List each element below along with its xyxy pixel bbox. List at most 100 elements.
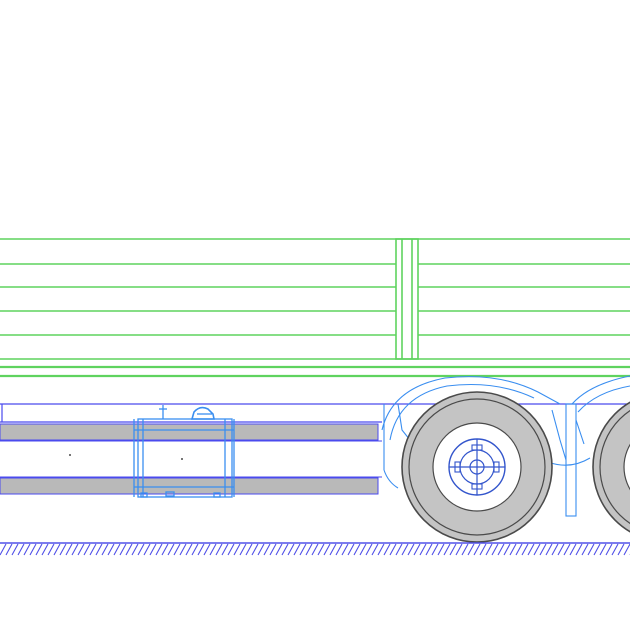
hatch-mark bbox=[287, 543, 295, 556]
hatch-mark bbox=[293, 543, 301, 556]
hatch-mark bbox=[401, 543, 409, 556]
hatch-mark bbox=[149, 543, 157, 556]
mudflap-bracket bbox=[565, 403, 577, 517]
hatch-mark bbox=[0, 543, 7, 556]
stud bbox=[471, 444, 483, 451]
hatch-mark bbox=[35, 543, 43, 556]
hatch-mark bbox=[191, 543, 199, 556]
hatch-mark bbox=[329, 543, 337, 556]
hatch-mark bbox=[275, 543, 283, 556]
hatch-mark bbox=[575, 543, 583, 556]
hatch-mark bbox=[521, 543, 529, 556]
hatch-mark bbox=[257, 543, 265, 556]
hatch-mark bbox=[527, 543, 535, 556]
fender-rear bbox=[571, 375, 630, 405]
hatch-mark bbox=[335, 543, 343, 556]
hatch-mark bbox=[533, 543, 541, 556]
hatch-mark bbox=[143, 543, 151, 556]
tank-foot bbox=[165, 491, 175, 497]
hatch-mark bbox=[347, 543, 355, 556]
hatch-mark bbox=[509, 543, 517, 556]
hatch-mark bbox=[431, 543, 439, 556]
ground-line bbox=[0, 542, 630, 556]
tire bbox=[592, 401, 630, 533]
stud bbox=[454, 461, 461, 473]
hatch-mark bbox=[299, 543, 307, 556]
hatch-mark bbox=[587, 543, 595, 556]
hatch-mark bbox=[41, 543, 49, 556]
hatch-mark bbox=[491, 543, 499, 556]
hatch-mark bbox=[119, 543, 127, 556]
flatbed-side-panels bbox=[0, 238, 630, 378]
hatch-mark bbox=[17, 543, 25, 556]
chassis-rails bbox=[0, 423, 382, 495]
hatch-mark bbox=[233, 543, 241, 556]
hatch-mark bbox=[185, 543, 193, 556]
mounting-dot bbox=[181, 458, 183, 460]
axle-link bbox=[547, 457, 591, 466]
hatch-mark bbox=[593, 543, 601, 556]
hatch-mark bbox=[53, 543, 61, 556]
hatch-mark bbox=[503, 543, 511, 556]
hatch-mark bbox=[605, 543, 613, 556]
hatch-mark bbox=[449, 543, 457, 556]
rear-wheel-front bbox=[401, 391, 553, 543]
rim bbox=[623, 443, 630, 491]
hatch-mark bbox=[341, 543, 349, 556]
hatch-mark bbox=[269, 543, 277, 556]
tank-foot bbox=[140, 492, 148, 498]
fuel-tank bbox=[133, 405, 235, 498]
fender-mudguard bbox=[383, 404, 399, 489]
hatch-mark bbox=[125, 543, 133, 556]
hatch-mark bbox=[623, 543, 630, 556]
hatch-mark bbox=[113, 543, 121, 556]
hatch-mark bbox=[539, 543, 547, 556]
fender-front-inner bbox=[389, 384, 535, 441]
hatch-mark bbox=[89, 543, 97, 556]
hatch-mark bbox=[455, 543, 463, 556]
hatch-mark bbox=[515, 543, 523, 556]
hatch-mark bbox=[599, 543, 607, 556]
spring-bracket bbox=[551, 409, 585, 461]
mounting-dot bbox=[69, 454, 71, 456]
chassis-rail-upper bbox=[0, 423, 379, 441]
hatch-mark bbox=[419, 543, 427, 556]
hatch-mark bbox=[281, 543, 289, 556]
hatch-mark bbox=[551, 543, 559, 556]
hatch-mark bbox=[563, 543, 571, 556]
hatch-mark bbox=[389, 543, 397, 556]
hatch-mark bbox=[323, 543, 331, 556]
hatch-mark bbox=[47, 543, 55, 556]
spring-hanger bbox=[397, 403, 411, 441]
hatch-mark bbox=[485, 543, 493, 556]
hatch-mark bbox=[137, 543, 145, 556]
hatch-mark bbox=[545, 543, 553, 556]
hatch-mark bbox=[611, 543, 619, 556]
tank-foot bbox=[213, 492, 221, 498]
hatch-mark bbox=[95, 543, 103, 556]
sub-frame bbox=[0, 403, 630, 423]
wheel-studs bbox=[454, 444, 500, 490]
hatch-mark bbox=[59, 543, 67, 556]
hatch-mark bbox=[461, 543, 469, 556]
hatch-mark bbox=[413, 543, 421, 556]
hatch-mark bbox=[365, 543, 373, 556]
hatch-mark bbox=[371, 543, 379, 556]
hatch-mark bbox=[479, 543, 487, 556]
hatch-mark bbox=[227, 543, 235, 556]
hatch-mark bbox=[155, 543, 163, 556]
hatch-mark bbox=[395, 543, 403, 556]
hatch-mark bbox=[239, 543, 247, 556]
hatch-mark bbox=[263, 543, 271, 556]
ground-hatching bbox=[0, 543, 630, 556]
hatch-mark bbox=[569, 543, 577, 556]
hatch-mark bbox=[197, 543, 205, 556]
hatch-mark bbox=[383, 543, 391, 556]
hatch-mark bbox=[245, 543, 253, 556]
hatch-mark bbox=[23, 543, 31, 556]
hatch-mark bbox=[179, 543, 187, 556]
hatch-mark bbox=[101, 543, 109, 556]
hatch-mark bbox=[71, 543, 79, 556]
hatch-mark bbox=[359, 543, 367, 556]
hatch-mark bbox=[617, 543, 625, 556]
